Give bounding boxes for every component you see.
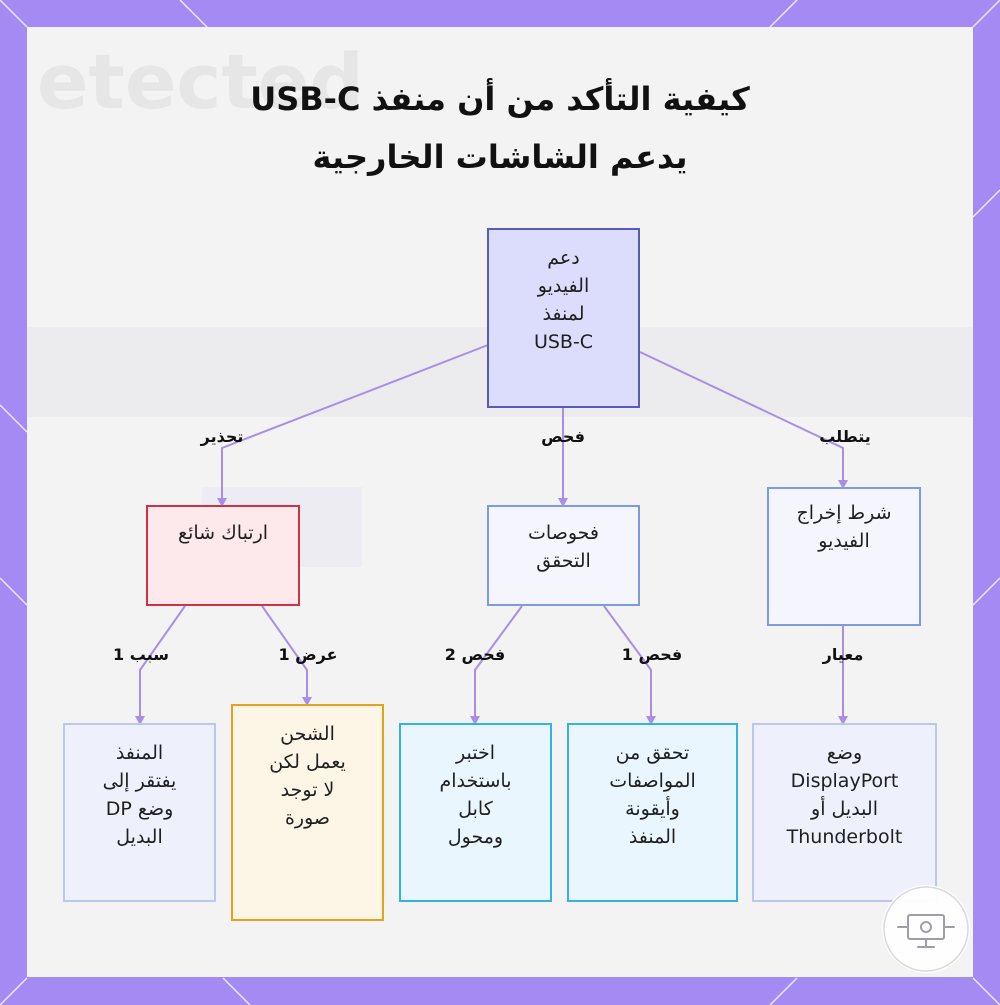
node-root-line-4: USB-C [534,328,593,356]
brand-logo [882,885,970,973]
node-standard-line-3: البديل أو [811,795,878,823]
edge-root-warning [222,345,488,505]
edge-checks-test [475,606,522,723]
node-standard-line-2: DisplayPort [791,767,899,795]
node-test-line-4: ومحول [448,823,503,851]
node-check-specs-port-icon: تحقق من المواصفات وأيقونة المنفذ [567,723,738,902]
node-checks-line-2: التحقق [536,547,591,575]
edge-label-check-1: فحص 1 [622,645,683,664]
node-video-output-requirement: شرط إخراج الفيديو [767,487,921,626]
node-symptom-line-4: صورة [285,804,330,832]
edge-label-reason-1: سبب 1 [113,645,169,664]
node-reason-no-dp-alt: المنفذ يفتقر إلى وضع DP البديل [63,723,216,902]
node-reason-line-2: يفتقر إلى [103,767,177,795]
edge-label-check-2: فحص 2 [445,645,506,664]
edge-label-check: فحص [541,427,585,446]
node-dp-alt-or-thunderbolt: وضع DisplayPort البديل أو Thunderbolt [752,723,937,902]
node-root-line-3: لمنفذ [542,300,584,328]
node-symptom-line-2: يعمل لكن [269,748,346,776]
edge-warning-reason [140,606,185,723]
node-root-line-2: الفيديو [538,272,590,300]
node-checks-line-1: فحوصات [528,519,599,547]
edge-label-show-1: عرض 1 [278,645,337,664]
node-reason-line-4: البديل [116,823,162,851]
node-root-line-1: دعم [547,244,579,272]
node-symptom-no-picture: الشحن يعمل لكن لا توجد صورة [231,704,384,921]
monitor-connect-icon [882,885,970,973]
node-common-confusion: ارتباك شائع [146,505,300,606]
node-specs-line-1: تحقق من [616,739,690,767]
node-test-line-3: كابل [458,795,493,823]
node-standard-line-1: وضع [827,739,862,767]
node-symptom-line-3: لا توجد [281,776,335,804]
edge-label-criterion: معيار [823,645,864,664]
node-verification-checks: فحوصات التحقق [487,505,640,606]
node-specs-line-4: المنفذ [629,823,676,851]
node-reason-line-3: وضع DP [106,795,174,823]
edge-checks-specs [604,606,651,723]
node-test-line-2: باستخدام [440,767,512,795]
node-standard-line-4: Thunderbolt [787,823,903,851]
node-test-cable-adapter: اختبر باستخدام كابل ومحول [399,723,552,902]
node-requirement-line-2: الفيديو [818,527,870,555]
node-symptom-line-1: الشحن [280,720,335,748]
node-reason-line-1: المنفذ [116,739,163,767]
node-root: دعم الفيديو لمنفذ USB-C [487,228,640,408]
edge-label-warning: تحذير [201,427,244,446]
node-warning-line-1: ارتباك شائع [178,519,268,547]
node-specs-line-2: المواصفات [609,767,696,795]
node-requirement-line-1: شرط إخراج [796,499,891,527]
node-test-line-1: اختبر [456,739,495,767]
edge-root-requirement [640,352,843,487]
edge-label-requires: يتطلب [819,427,871,446]
node-specs-line-3: وأيقونة [625,795,680,823]
